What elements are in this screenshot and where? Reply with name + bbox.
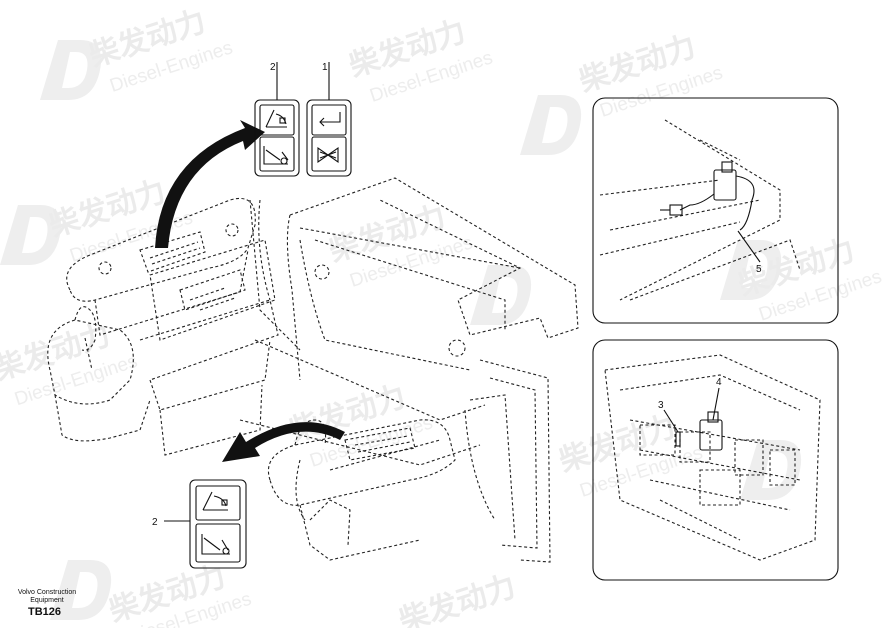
right-console bbox=[268, 419, 456, 561]
switch-2-top: 2 bbox=[254, 62, 300, 177]
bolt-head bbox=[448, 339, 466, 357]
arrow-to-lower-switch bbox=[222, 422, 345, 462]
inset-detail-wiring: 5 bbox=[592, 97, 839, 324]
callout-4: 4 bbox=[716, 377, 722, 388]
return-arrow-icon bbox=[319, 112, 341, 127]
wiper-icon bbox=[263, 146, 289, 165]
left-console bbox=[47, 198, 279, 456]
caption-line-1: Volvo Construction bbox=[17, 589, 77, 596]
watermark-logo bbox=[720, 240, 782, 300]
bolt-head bbox=[314, 264, 330, 280]
watermark-chinese: 柴发动力 bbox=[395, 569, 520, 628]
publisher-caption: Volvo Construction Equipment bbox=[14, 589, 80, 605]
switch-panel-top: 2 1 bbox=[254, 62, 352, 177]
watermark-logo bbox=[470, 265, 532, 325]
callout-5: 5 bbox=[756, 264, 762, 275]
watermark-logo bbox=[50, 560, 112, 620]
watermark-logo bbox=[0, 205, 62, 265]
washer-icon bbox=[317, 146, 339, 164]
figure-code: TB126 bbox=[28, 606, 62, 618]
callout-2-lower: 2 bbox=[152, 517, 158, 528]
wiper-icon bbox=[201, 534, 230, 555]
inset-detail-fusebox: 3 4 bbox=[592, 339, 839, 581]
lock-icon bbox=[202, 491, 228, 511]
watermark-logo bbox=[740, 440, 802, 500]
callout-1-top: 1 bbox=[322, 62, 328, 73]
arrow-to-switch-panel bbox=[155, 120, 265, 248]
callout-3: 3 bbox=[658, 400, 664, 411]
caption-line-2: Equipment bbox=[30, 597, 64, 604]
watermark-logo bbox=[40, 40, 102, 100]
callout-2-top: 2 bbox=[270, 62, 276, 73]
switch-1-top: 1 bbox=[306, 62, 352, 177]
switch-panel-lower: 2 bbox=[152, 479, 247, 569]
cab-outline bbox=[239, 177, 579, 563]
watermark-logo bbox=[520, 95, 582, 155]
